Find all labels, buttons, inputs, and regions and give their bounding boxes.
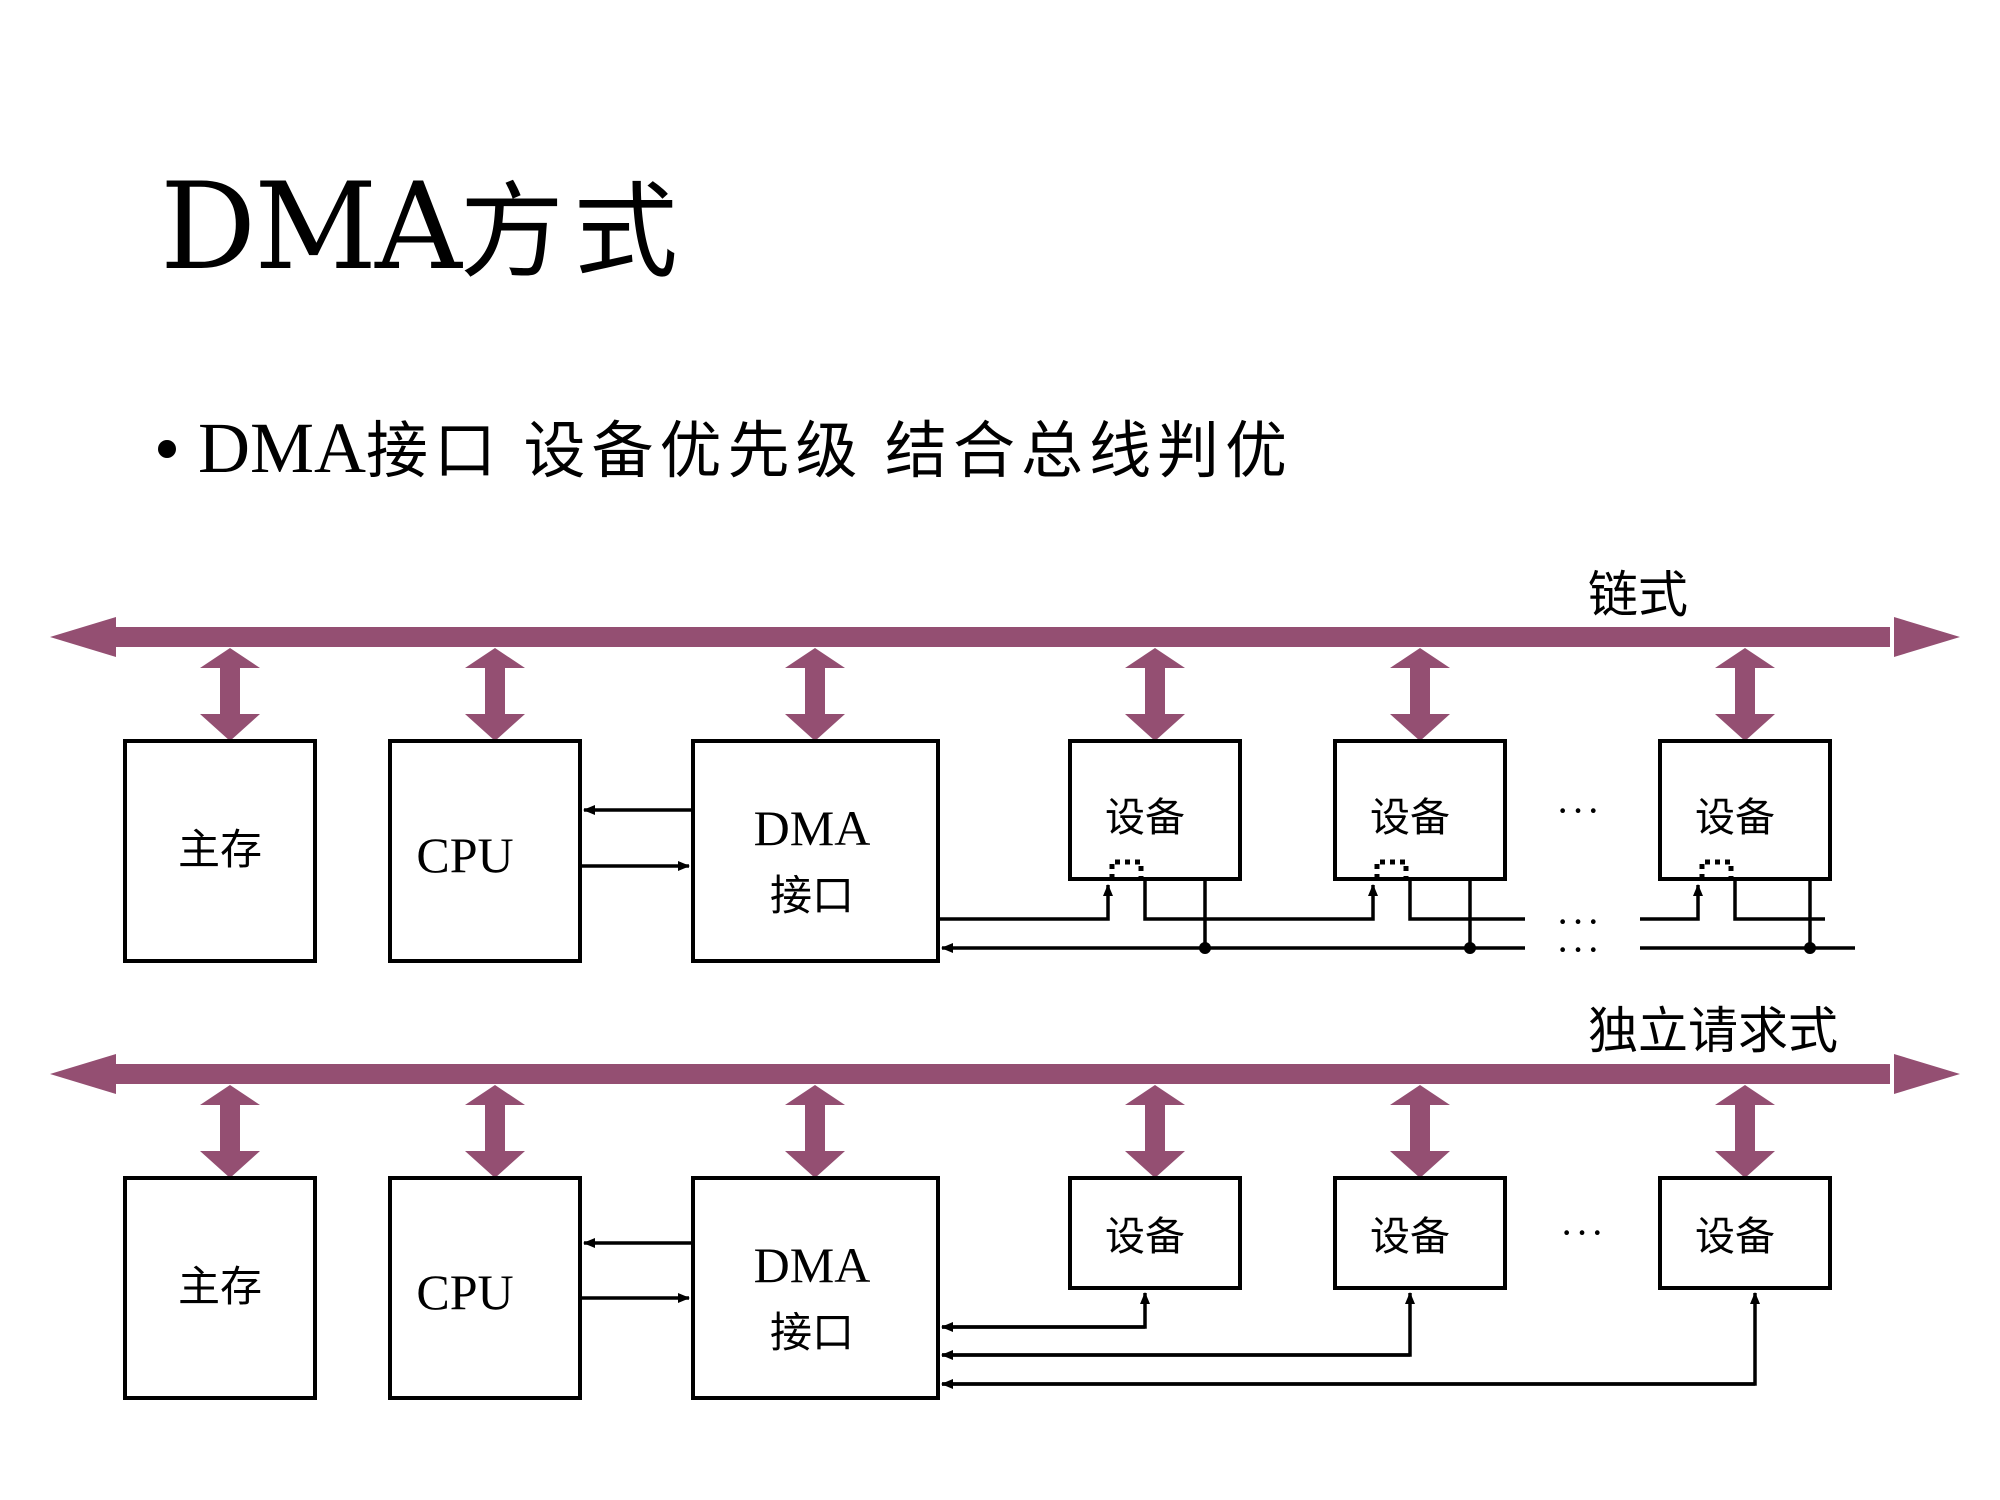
chain-grant-bridge	[1109, 859, 1734, 879]
junction-dot	[1464, 942, 1476, 954]
main-memory-box-chain: 主存	[123, 739, 317, 963]
device-box-independent-1: 设备	[1068, 1176, 1242, 1290]
main-memory-box-independent: 主存	[123, 1176, 317, 1400]
cpu-label: CPU	[416, 827, 513, 883]
independent-line-pair-2	[941, 1292, 1415, 1360]
bus-connector-device2-chain	[1390, 648, 1450, 741]
bullet-text: 接口 设备优先级 结合总线判优	[366, 418, 1294, 486]
independent-line-pair-1	[941, 1292, 1150, 1332]
title-suffix: 方式	[459, 171, 688, 293]
bus-connector-cpu-chain	[465, 648, 525, 741]
main-memory-label: 主存	[178, 1265, 262, 1311]
bullet-point: DMA接口 设备优先级 结合总线判优	[158, 412, 1293, 484]
device-label: 设备	[1370, 795, 1450, 840]
junction-dot	[1199, 942, 1211, 954]
bus-connector-memory-chain	[200, 648, 260, 741]
device-box-independent-3: 设备	[1658, 1176, 1832, 1290]
chain-grant-line	[938, 879, 1825, 921]
bus-connector-dma-independent	[785, 1085, 845, 1178]
dma-label-line1: DMA	[754, 800, 871, 856]
dma-label-line2: 接口	[770, 874, 854, 920]
device-box-independent-2: 设备	[1333, 1176, 1507, 1290]
device-box-chain-1: 设备	[1068, 739, 1242, 881]
bus-connector-device3-independent	[1715, 1085, 1775, 1178]
main-memory-label: 主存	[178, 828, 262, 874]
dma-label-line1: DMA	[754, 1237, 871, 1293]
system-bus-chain	[50, 617, 1960, 657]
device-label: 设备	[1695, 795, 1775, 840]
dma-label-line2: 接口	[770, 1311, 854, 1357]
ellipsis-chain-grant: ···	[1556, 899, 1602, 944]
device-label: 设备	[1105, 795, 1185, 840]
bus-connector-memory-independent	[200, 1085, 260, 1178]
bus-connector-device1-independent	[1125, 1085, 1185, 1178]
system-bus-independent	[50, 1054, 1960, 1094]
device-label: 设备	[1105, 1214, 1185, 1259]
mode-label-independent: 独立请求式	[1588, 1003, 1838, 1059]
ellipsis-chain-devices: ···	[1556, 788, 1602, 833]
ellipsis-chain-request: ···	[1556, 927, 1602, 972]
bullet-prefix: DMA	[198, 408, 367, 488]
device-box-chain-2: 设备	[1333, 739, 1507, 881]
independent-request-diagram: 独立请求式	[50, 1003, 1960, 1400]
ellipsis-independent-devices: ···	[1560, 1210, 1606, 1255]
slide-title: DMA方式	[160, 168, 688, 288]
chain-request-line	[941, 879, 1855, 953]
bus-connector-dma-chain	[785, 648, 845, 741]
dma-interface-box-independent: DMA 接口	[691, 1176, 940, 1400]
bus-connector-device3-chain	[1715, 648, 1775, 741]
cpu-label: CPU	[416, 1264, 513, 1320]
bus-connector-device2-independent	[1390, 1085, 1450, 1178]
bus-connector-cpu-independent	[465, 1085, 525, 1178]
independent-line-pair-3	[941, 1292, 1760, 1389]
mode-label-chain: 链式	[1588, 567, 1688, 623]
cpu-box-chain: CPU	[388, 739, 582, 963]
junction-dot	[1804, 942, 1816, 954]
bullet-dot	[158, 440, 176, 459]
device-box-chain-3: 设备	[1658, 739, 1832, 881]
dma-interface-box-chain: DMA 接口	[691, 739, 940, 963]
device-label: 设备	[1695, 1214, 1775, 1259]
bus-connector-device1-chain	[1125, 648, 1185, 741]
device-label: 设备	[1370, 1214, 1450, 1259]
title-prefix: DMA	[160, 158, 462, 297]
cpu-box-independent: CPU	[388, 1176, 582, 1400]
daisy-chain-diagram: 链式	[50, 567, 1960, 972]
